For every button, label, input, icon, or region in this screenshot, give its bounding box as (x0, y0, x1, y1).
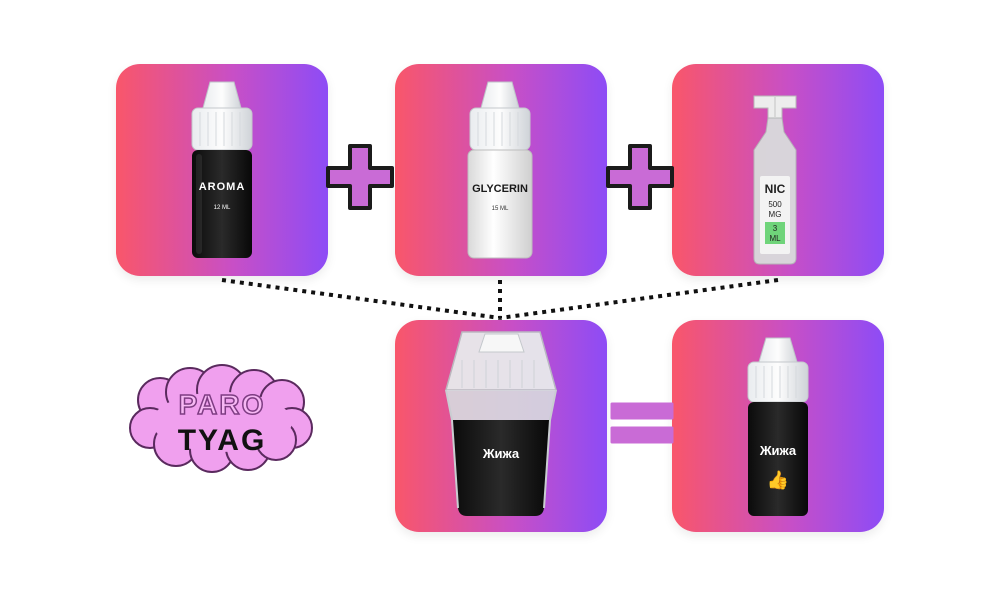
nic-volume-value: 3 (773, 224, 778, 233)
nic-strength-value: 500 (768, 200, 782, 209)
result-label: Жижа (759, 443, 797, 458)
plus-icon (326, 144, 394, 210)
aroma-label: AROMA (199, 181, 246, 193)
nic-ampoule-icon (753, 95, 797, 265)
equals-icon (610, 402, 674, 444)
dotted-connectors (221, 278, 779, 320)
nic-strength-unit: MG (769, 210, 782, 219)
mix-label: Жижа (482, 446, 520, 461)
glycerin-label: GLYCERIN (472, 183, 528, 195)
glycerin-bottle-icon (467, 81, 533, 259)
logo-line1: PARO (179, 389, 266, 420)
nic-volume-unit: ML (769, 234, 781, 243)
aroma-bottle-icon (191, 81, 253, 258)
plus-icon (606, 144, 674, 210)
result-bottle-icon (747, 337, 809, 516)
logo-line2: TYAG (178, 424, 267, 457)
mix-bottle-icon (445, 331, 557, 516)
paro-tyag-logo: PARO TYAG (129, 364, 313, 473)
aroma-volume: 12 ML (214, 205, 231, 211)
nic-label: NIC (765, 182, 786, 196)
thumbs-up-icon: 👍 (767, 469, 789, 490)
glycerin-volume: 15 ML (492, 206, 509, 212)
